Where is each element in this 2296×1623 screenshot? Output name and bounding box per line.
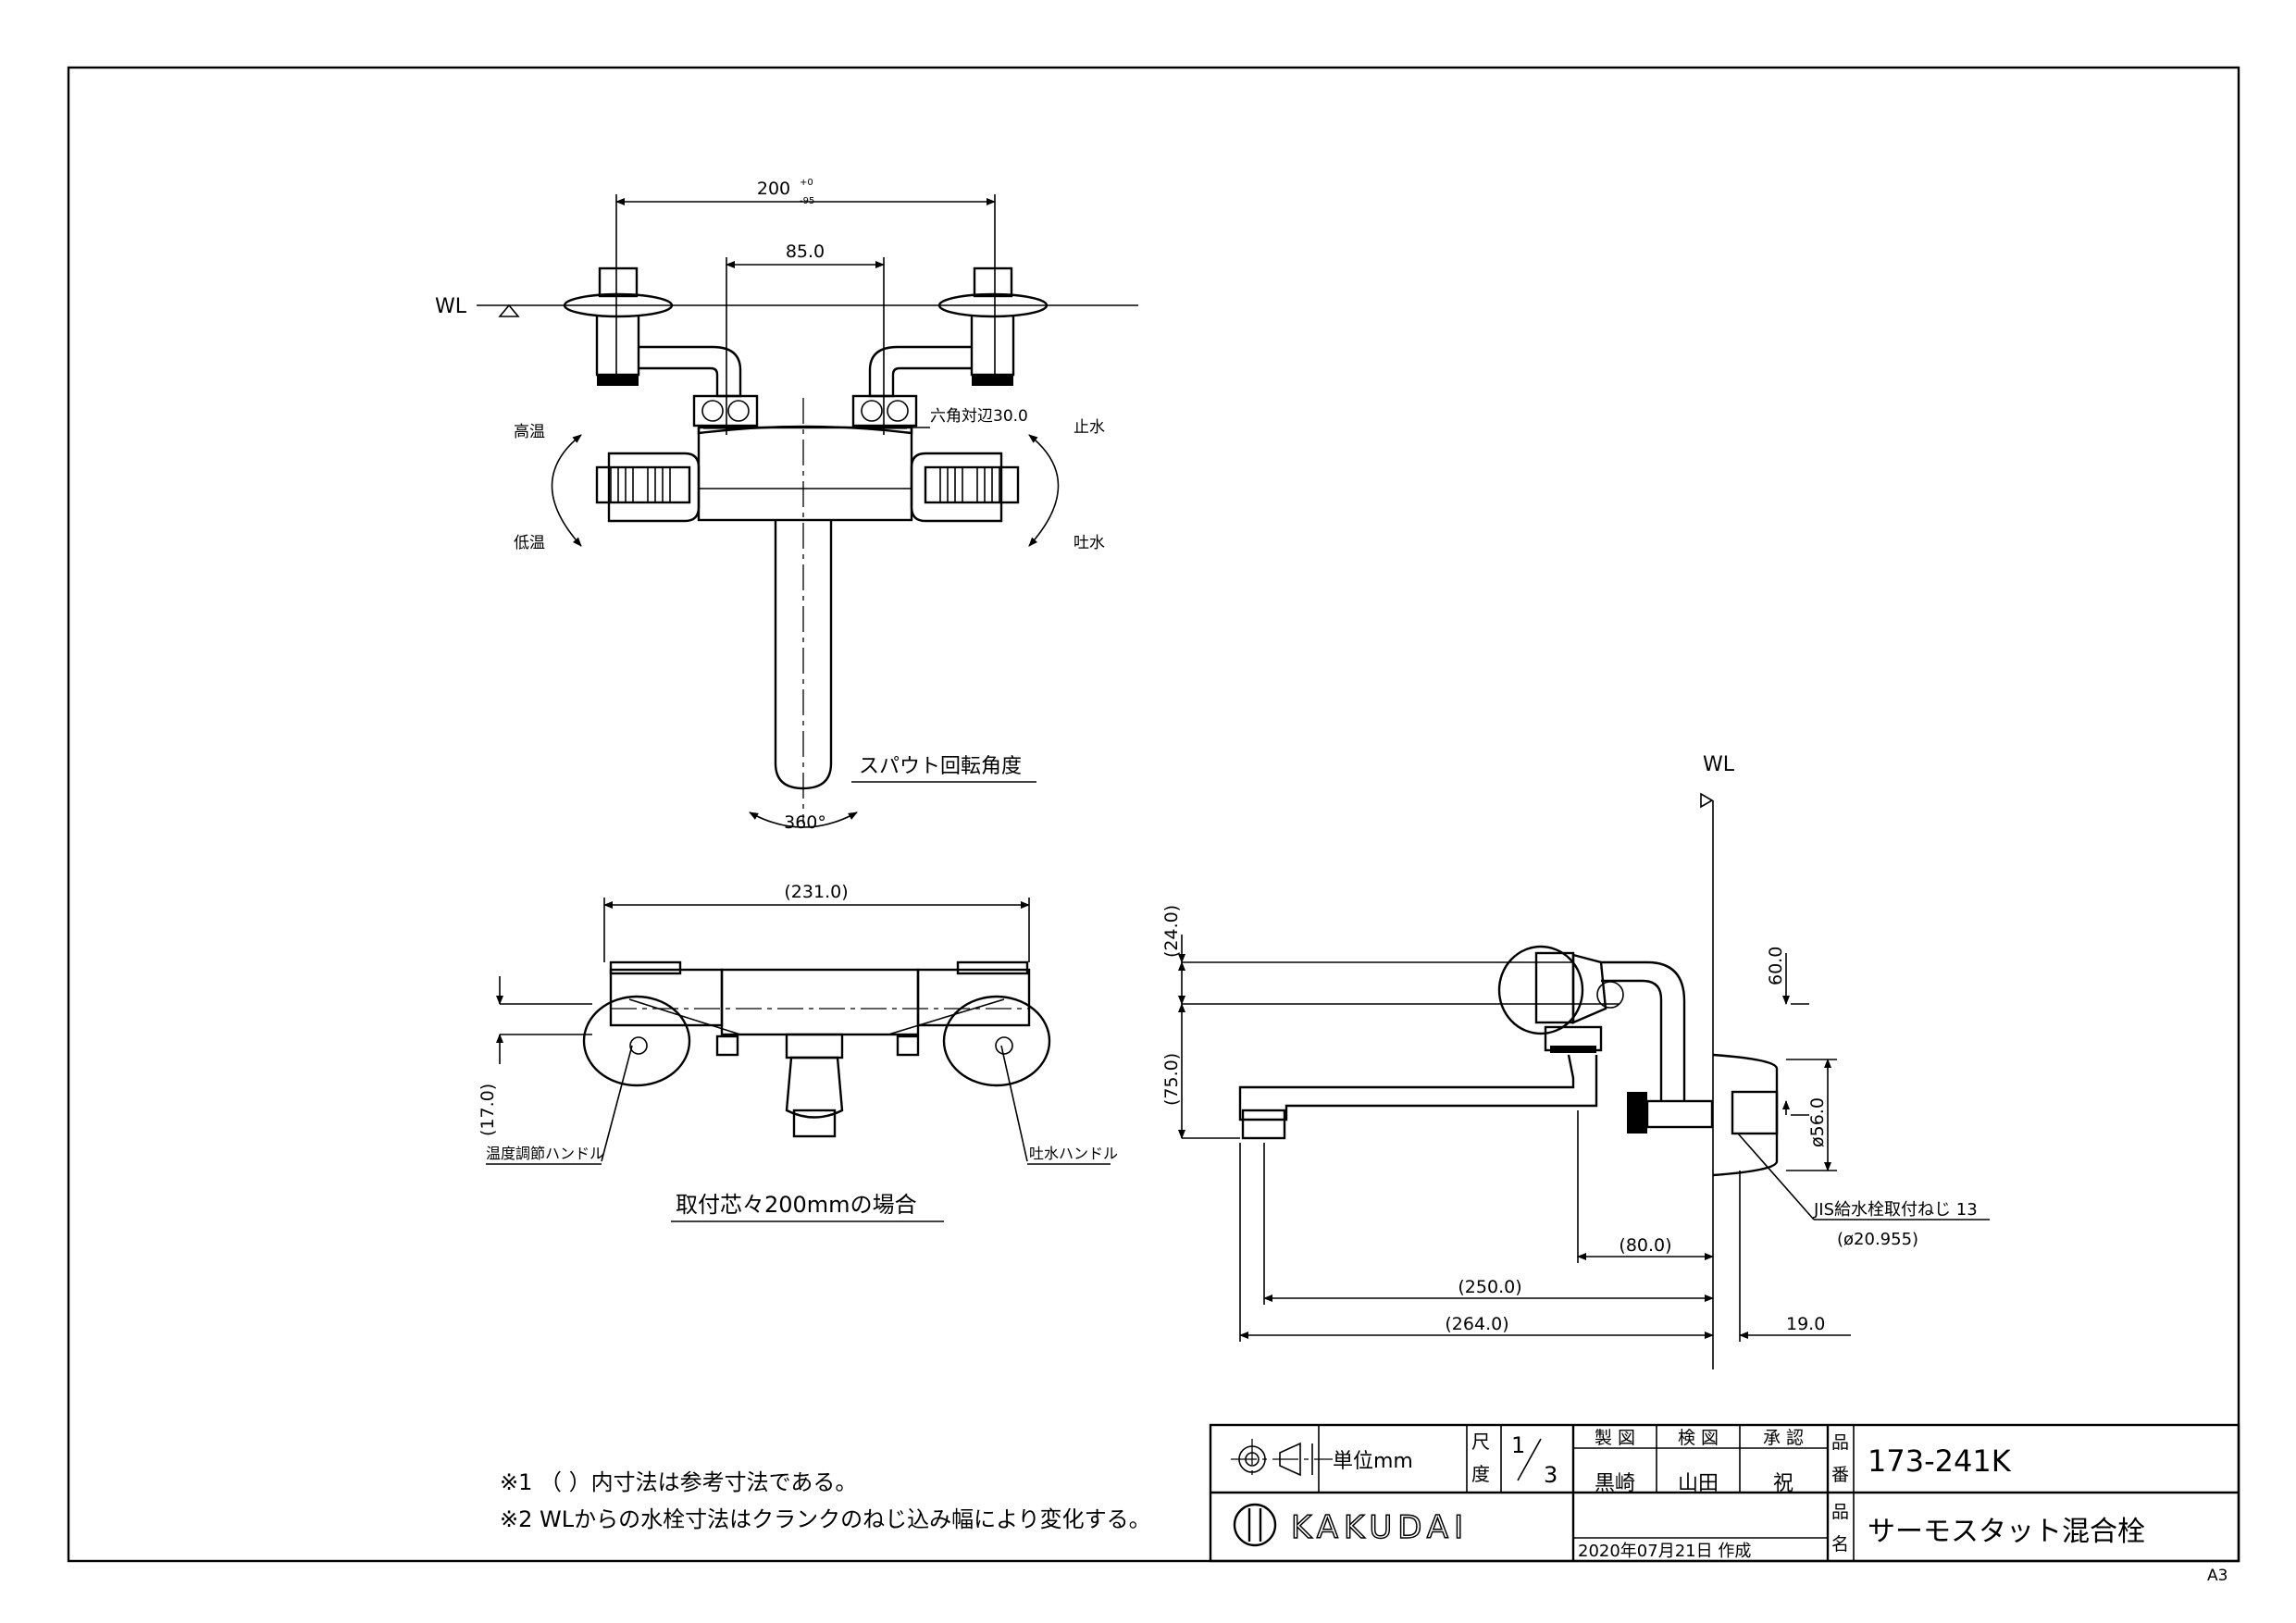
notes: ※1 （ ）内寸法は参考寸法である。 ※2 WLからの水栓寸法はクランクのねじ込… <box>500 1469 1151 1532</box>
dim-dia56: ø56.0 <box>1807 1097 1828 1147</box>
drawn-by: 黒崎 <box>1595 1472 1635 1495</box>
bottom-view: (231.0) (17.0) 温度調節ハンドル 吐水ハンドル <box>478 882 1118 1222</box>
dim-pitch-tol-lower: -95 <box>800 196 814 206</box>
scale-num: 1 <box>1511 1432 1525 1458</box>
jis-note: JIS給水栓取付ねじ 13 <box>1813 1200 1978 1220</box>
part-no-label-1: 品 <box>1831 1432 1849 1453</box>
note-2: ※2 WLからの水栓寸法はクランクのねじ込み幅により変化する。 <box>500 1506 1151 1532</box>
label-water-out: 吐水 <box>1074 534 1105 552</box>
sheet-border <box>67 66 2240 1563</box>
note-1: ※1 （ ）内寸法は参考寸法である。 <box>500 1469 857 1495</box>
dim-pitch: 200 <box>757 179 790 199</box>
checked-label: 検 図 <box>1678 1428 1719 1448</box>
dim-80: (80.0) <box>1619 1235 1671 1256</box>
wl-label-front: WL <box>435 295 467 318</box>
label-water-stop: 止水 <box>1074 418 1105 437</box>
scale-label-1: 尺 <box>1471 1431 1490 1453</box>
part-name: サーモスタット混合栓 <box>1868 1516 2145 1548</box>
hex-note: 六角対辺30.0 <box>930 407 1028 426</box>
spout-rotation-label: スパウト回転角度 <box>859 755 1022 778</box>
side-view: WL (24.0) (75.0) <box>1161 753 1990 1369</box>
projection-symbol-icon <box>1231 1439 1333 1481</box>
dim-mid: (75.0) <box>1161 1053 1182 1106</box>
date-created: 2020年07月21日 作成 <box>1578 1542 1751 1561</box>
dim-250: (250.0) <box>1458 1277 1521 1297</box>
title-block: 単位mm 尺 度 1 3 製 図 検 図 承 認 黒崎 山田 祝 品 番 173… <box>1209 1423 2240 1563</box>
kakudai-logo-icon: KAKUDAI <box>1233 1503 1469 1547</box>
part-no-label-2: 番 <box>1831 1465 1849 1485</box>
part-name-label-1: 品 <box>1831 1502 1849 1522</box>
drawn-label: 製 図 <box>1595 1428 1635 1448</box>
approved-by: 祝 <box>1773 1472 1793 1495</box>
approved-label: 承 認 <box>1763 1428 1804 1448</box>
label-temp-handle: 温度調節ハンドル <box>486 1145 604 1162</box>
dim-inner: 85.0 <box>786 242 825 262</box>
part-name-label-2: 名 <box>1831 1534 1849 1555</box>
dim-19: 19.0 <box>1786 1314 1825 1334</box>
dim-height: (17.0) <box>478 1084 498 1136</box>
wl-label-side: WL <box>1703 753 1735 776</box>
dim-width: (231.0) <box>784 882 848 902</box>
bottom-caption: 取付芯々200mmの場合 <box>676 1192 917 1218</box>
scale-den: 3 <box>1544 1462 1558 1488</box>
part-no: 173-241K <box>1868 1443 2012 1479</box>
dim-264: (264.0) <box>1445 1314 1508 1334</box>
dim-60: 60.0 <box>1766 947 1786 985</box>
checked-by: 山田 <box>1678 1472 1719 1495</box>
label-spout-handle: 吐水ハンドル <box>1029 1145 1118 1162</box>
label-temp-low: 低温 <box>514 534 545 552</box>
dim-pitch-tol-upper: +0 <box>800 178 813 188</box>
unit-label: 単位mm <box>1333 1450 1413 1473</box>
dim-top: (24.0) <box>1161 905 1182 958</box>
sheet-size: A3 <box>2207 1567 2228 1585</box>
scale-label-2: 度 <box>1471 1463 1490 1485</box>
jis-dia: (ø20.955) <box>1837 1230 1918 1249</box>
company-name: KAKUDAI <box>1291 1509 1469 1546</box>
front-view: 200 +0 -95 85.0 WL 六角対辺30.0 <box>435 178 1138 833</box>
label-temp-high: 高温 <box>514 423 545 441</box>
spout-angle: 360° <box>784 812 826 833</box>
